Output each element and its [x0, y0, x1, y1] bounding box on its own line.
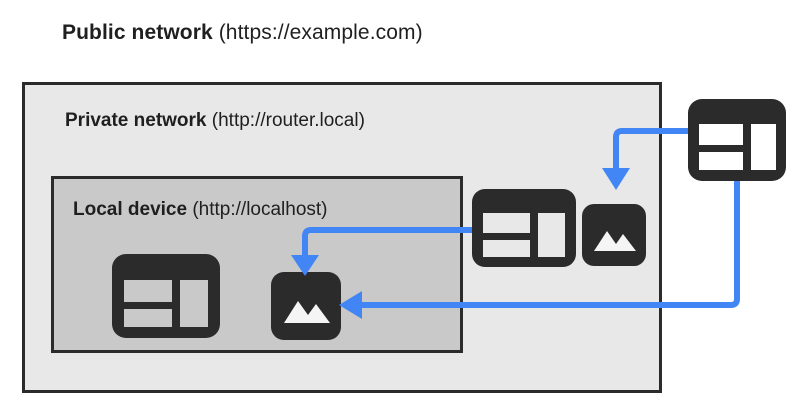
private-network-label: Private network (http://router.local) — [65, 110, 365, 132]
private-network-label-url: (http://router.local) — [206, 110, 365, 131]
local-device-label-strong: Local device — [73, 199, 188, 220]
browser-window-icon-local-device — [112, 254, 220, 338]
private-network-label-strong: Private network — [65, 110, 207, 131]
local-device-label: Local device (http://localhost) — [73, 199, 328, 221]
public-network-label-strong: Public network — [62, 21, 213, 44]
public-network-label: Public network (https://example.com) — [62, 21, 423, 45]
browser-window-icon-private-network — [472, 189, 576, 267]
local-device-label-url: (http://localhost) — [187, 199, 328, 220]
public-network-label-url: (https://example.com) — [212, 21, 423, 44]
image-photo-icon-private-network — [582, 204, 646, 266]
image-photo-icon-local-device — [271, 272, 341, 340]
browser-window-icon-public-network — [688, 99, 786, 181]
